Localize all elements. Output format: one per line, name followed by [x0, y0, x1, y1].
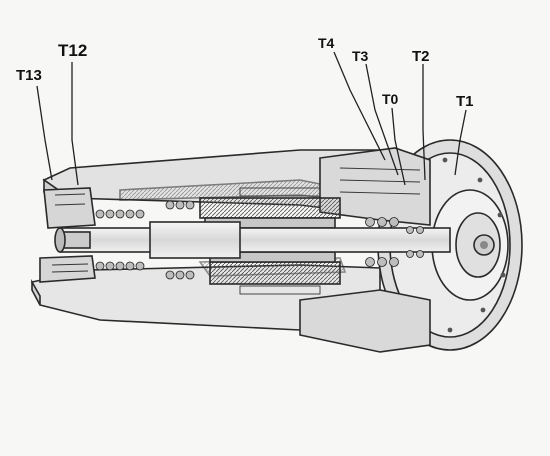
label-t4: T4	[318, 35, 335, 51]
spindle-shaft	[54, 221, 451, 259]
leader-t3	[365, 63, 399, 176]
leader-t12	[71, 62, 79, 186]
leader-t0	[391, 107, 406, 186]
label-t13: T13	[16, 67, 42, 84]
front-housing	[299, 147, 431, 353]
leader-t1	[454, 109, 467, 176]
leader-lines	[36, 51, 467, 186]
cooling-sleeve	[239, 187, 321, 295]
rear-bearings	[95, 200, 195, 280]
front-bearings	[365, 217, 424, 267]
motor-stator	[199, 197, 341, 285]
leader-t2	[422, 64, 426, 181]
leader-t4	[333, 51, 386, 161]
label-t12: T12	[58, 41, 87, 60]
label-t0: T0	[382, 91, 399, 107]
rear-end-cap	[39, 187, 96, 283]
label-t2: T2	[412, 48, 430, 65]
label-t1: T1	[456, 93, 474, 110]
leader-t13	[36, 85, 53, 181]
label-t3: T3	[352, 48, 369, 64]
